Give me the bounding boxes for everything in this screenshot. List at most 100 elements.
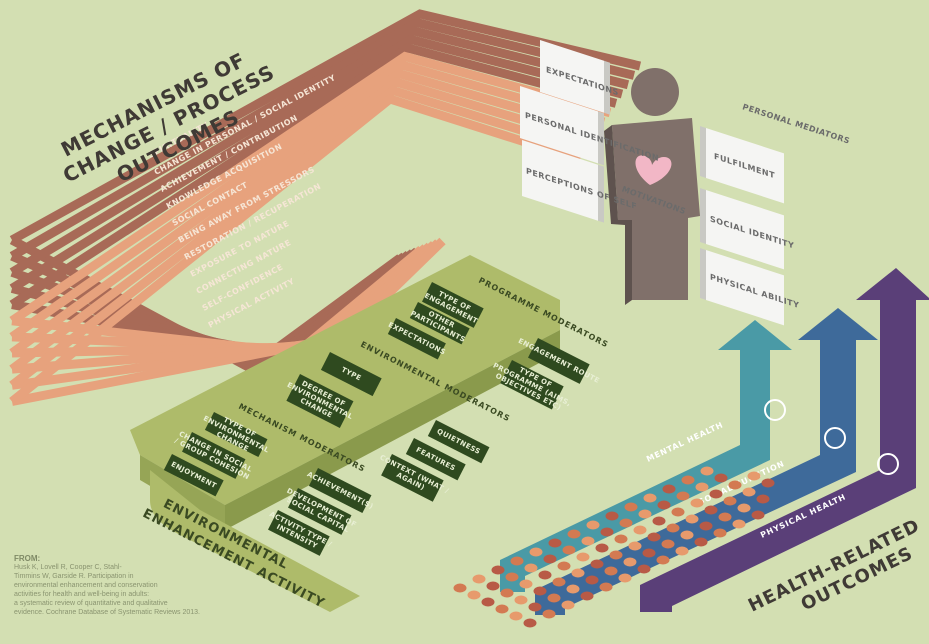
connection-dot <box>562 545 576 555</box>
connection-dot <box>538 570 552 580</box>
connection-dot <box>680 530 694 540</box>
connection-dot <box>609 550 623 560</box>
connection-dot <box>652 516 666 526</box>
left-boxes: EXPECTATIONS PERSONAL IDENTIFICATION PER… <box>520 40 659 223</box>
connection-dot <box>747 471 761 481</box>
arrow-social-function <box>535 308 878 615</box>
moderator-tile: ACTIVITY TYPE /INTENSITY <box>268 510 333 556</box>
connection-dot <box>547 593 561 603</box>
connection-dot <box>751 510 765 520</box>
citation: FROM: Husk K, Lovell R, Cooper C, Stahl-… <box>14 554 314 617</box>
connection-dot <box>595 543 609 553</box>
connection-dot <box>737 503 751 513</box>
connection-dot <box>714 473 728 483</box>
connection-dot <box>666 523 680 533</box>
connection-dot <box>571 568 585 578</box>
connection-dot <box>557 561 571 571</box>
connection-dot <box>633 525 647 535</box>
connection-dot <box>704 505 718 515</box>
connection-dot <box>605 511 619 521</box>
connection-dot <box>699 521 713 531</box>
box-social-identity: SOCIAL IDENTITY <box>700 188 795 270</box>
connection-dot <box>514 595 528 605</box>
person-head <box>631 68 679 116</box>
connection-dot <box>523 618 537 628</box>
connection-dot <box>675 546 689 556</box>
connection-dot <box>662 484 676 494</box>
connection-dot <box>656 555 670 565</box>
connection-dot <box>528 602 542 612</box>
moderator-tile: TYPE <box>320 352 382 397</box>
connection-dot <box>623 557 637 567</box>
heart-icon <box>635 155 672 185</box>
connection-dot <box>700 466 714 476</box>
connection-dot <box>548 538 562 548</box>
connection-dot <box>500 588 514 598</box>
connection-dot <box>533 586 547 596</box>
mental-health-label: MENTAL HEALTH <box>645 420 725 464</box>
connection-dot <box>642 548 656 558</box>
connection-dot <box>742 487 756 497</box>
connection-dot <box>718 512 732 522</box>
connection-dot <box>761 478 775 488</box>
arrow-physical-health <box>640 268 929 612</box>
box-fulfilment: FULFILMENT <box>700 126 784 204</box>
connection-dot <box>519 579 533 589</box>
connection-dot <box>713 528 727 538</box>
connection-dot <box>599 582 613 592</box>
connection-dot <box>661 539 675 549</box>
connection-dot <box>590 559 604 569</box>
connection-dot <box>614 534 628 544</box>
connection-dot <box>543 554 557 564</box>
connection-dot <box>709 489 723 499</box>
connection-dot <box>685 514 699 524</box>
connection-dot <box>453 583 467 593</box>
connection-dots <box>453 466 775 628</box>
connection-dot <box>510 556 524 566</box>
connection-dot <box>505 572 519 582</box>
connection-dot <box>604 566 618 576</box>
connection-dot <box>690 498 704 508</box>
moderator-tile: ENJOYMENT <box>163 454 224 497</box>
person-figure: MOTIVATIONS <box>604 68 700 305</box>
citation-line: a systematic review of quantitative and … <box>14 600 168 607</box>
connection-dot <box>467 590 481 600</box>
connection-dot <box>732 519 746 529</box>
connection-dot <box>561 600 575 610</box>
connection-dot <box>619 518 633 528</box>
connection-dot <box>600 527 614 537</box>
person-body <box>612 118 700 300</box>
connection-dot <box>694 537 708 547</box>
connection-dot <box>491 565 505 575</box>
connection-dot <box>624 502 638 512</box>
connection-dot <box>723 496 737 506</box>
physical-health-icon <box>877 453 899 475</box>
box-physical-ability: PHYSICAL ABILITY <box>700 248 800 326</box>
connection-dot <box>495 604 509 614</box>
connection-dot <box>529 547 543 557</box>
social-function-icon <box>824 427 846 449</box>
box-expectations: EXPECTATIONS <box>540 40 619 115</box>
connection-dot <box>638 509 652 519</box>
connection-dot <box>643 493 657 503</box>
citation-line: activities for health and well-being in … <box>14 591 150 598</box>
citation-line: Timmins W, Garside R. Participation in <box>14 573 134 580</box>
citation-line: Husk K, Lovell R, Cooper C, Stahl- <box>14 564 122 571</box>
connection-dot <box>566 584 580 594</box>
citation-line: evidence. Cochrane Database of Systemati… <box>14 609 200 616</box>
connection-dot <box>486 581 500 591</box>
connection-dot <box>728 480 742 490</box>
citation-from: FROM: <box>14 554 41 563</box>
connection-dot <box>586 520 600 530</box>
connection-dot <box>567 529 581 539</box>
connection-dot <box>580 591 594 601</box>
svg-text:MENTAL HEALTH: MENTAL HEALTH <box>645 420 725 464</box>
mediator-boxes: FULFILMENT SOCIAL IDENTITY PHYSICAL ABIL… <box>700 126 800 326</box>
connection-dot <box>695 482 709 492</box>
connection-dot <box>509 611 523 621</box>
connection-dot <box>481 597 495 607</box>
mechanism-stripe-upper <box>9 93 582 406</box>
